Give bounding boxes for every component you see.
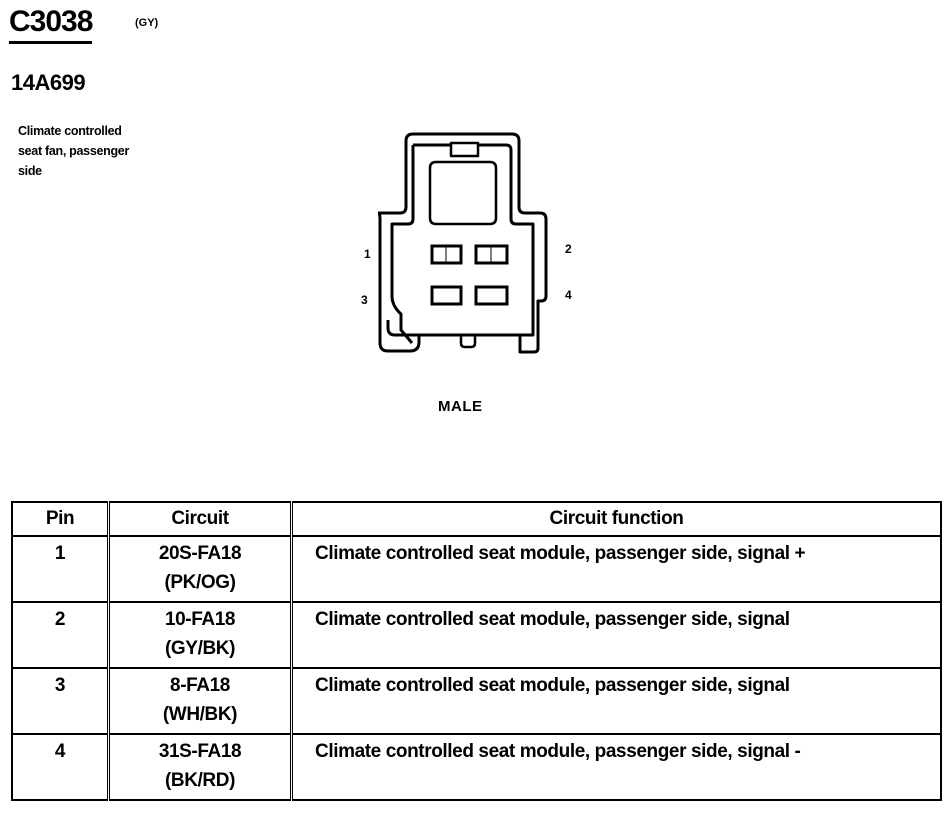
- pin-label-4: 4: [565, 288, 572, 302]
- pin-label-1: 1: [364, 247, 371, 261]
- view-label: MALE: [438, 398, 483, 415]
- connector-inner-body: [390, 145, 415, 344]
- circuit-color: (PK/OG): [164, 572, 236, 593]
- pinout-table: Pin Circuit Circuit function 1 20S-FA18 …: [11, 501, 942, 801]
- connector-id: C3038: [9, 4, 93, 44]
- circuit-number: 20S-FA18: [158, 543, 242, 564]
- cell-pin: 4: [11, 733, 110, 801]
- cell-circuit: 10-FA18 (GY/BK): [107, 601, 293, 669]
- cell-function: Climate controlled seat module, passenge…: [290, 667, 942, 735]
- circuit-color: (BK/RD): [164, 770, 236, 791]
- description-line: Climate controlled: [18, 124, 122, 138]
- table-row: 4 31S-FA18 (BK/RD) Climate controlled se…: [11, 733, 942, 801]
- connector-description: Climate controlled seat fan, passenger s…: [18, 120, 193, 182]
- cell-function: Climate controlled seat module, passenge…: [290, 601, 942, 669]
- table-row: 3 8-FA18 (WH/BK) Climate controlled seat…: [11, 667, 942, 735]
- connector-bottom-tab: [459, 335, 477, 349]
- header-circuit: Circuit: [107, 501, 293, 537]
- part-number: 14A699: [11, 70, 86, 95]
- description-line: side: [18, 164, 42, 178]
- cell-circuit: 20S-FA18 (PK/OG): [107, 535, 293, 603]
- cell-circuit: 31S-FA18 (BK/RD): [107, 733, 293, 801]
- cell-pin: 2: [11, 601, 110, 669]
- circuit-color: (WH/BK): [162, 704, 238, 725]
- cell-function: Climate controlled seat module, passenge…: [290, 535, 942, 603]
- cell-function: Climate controlled seat module, passenge…: [290, 733, 942, 801]
- header-pin: Pin: [11, 501, 110, 537]
- connector-latch-channel: [428, 160, 498, 226]
- circuit-number: 31S-FA18: [158, 741, 242, 762]
- cell-pin: 1: [11, 535, 110, 603]
- pin-cavity-4: [474, 285, 509, 306]
- circuit-number: 10-FA18: [164, 609, 236, 630]
- circuit-color: (GY/BK): [164, 638, 236, 659]
- connector-latch-outline-left: [377, 211, 421, 353]
- cell-pin: 3: [11, 667, 110, 735]
- table-header-row: Pin Circuit Circuit function: [11, 501, 942, 537]
- connector-key-tab: [449, 141, 480, 158]
- connector-face-diagram: [377, 132, 548, 354]
- table-row: 2 10-FA18 (GY/BK) Climate controlled sea…: [11, 601, 942, 669]
- description-line: seat fan, passenger: [18, 144, 130, 158]
- circuit-number: 8-FA18: [170, 675, 230, 696]
- header-circuit-function: Circuit function: [290, 501, 942, 537]
- pin-label-3: 3: [361, 293, 368, 307]
- cell-circuit: 8-FA18 (WH/BK): [107, 667, 293, 735]
- pin-label-2: 2: [565, 242, 572, 256]
- connector-color: (GY): [135, 17, 159, 29]
- connector-latch-outline: [378, 132, 548, 354]
- table-row: 1 20S-FA18 (PK/OG) Climate controlled se…: [11, 535, 942, 603]
- pin-cavity-3: [430, 285, 463, 306]
